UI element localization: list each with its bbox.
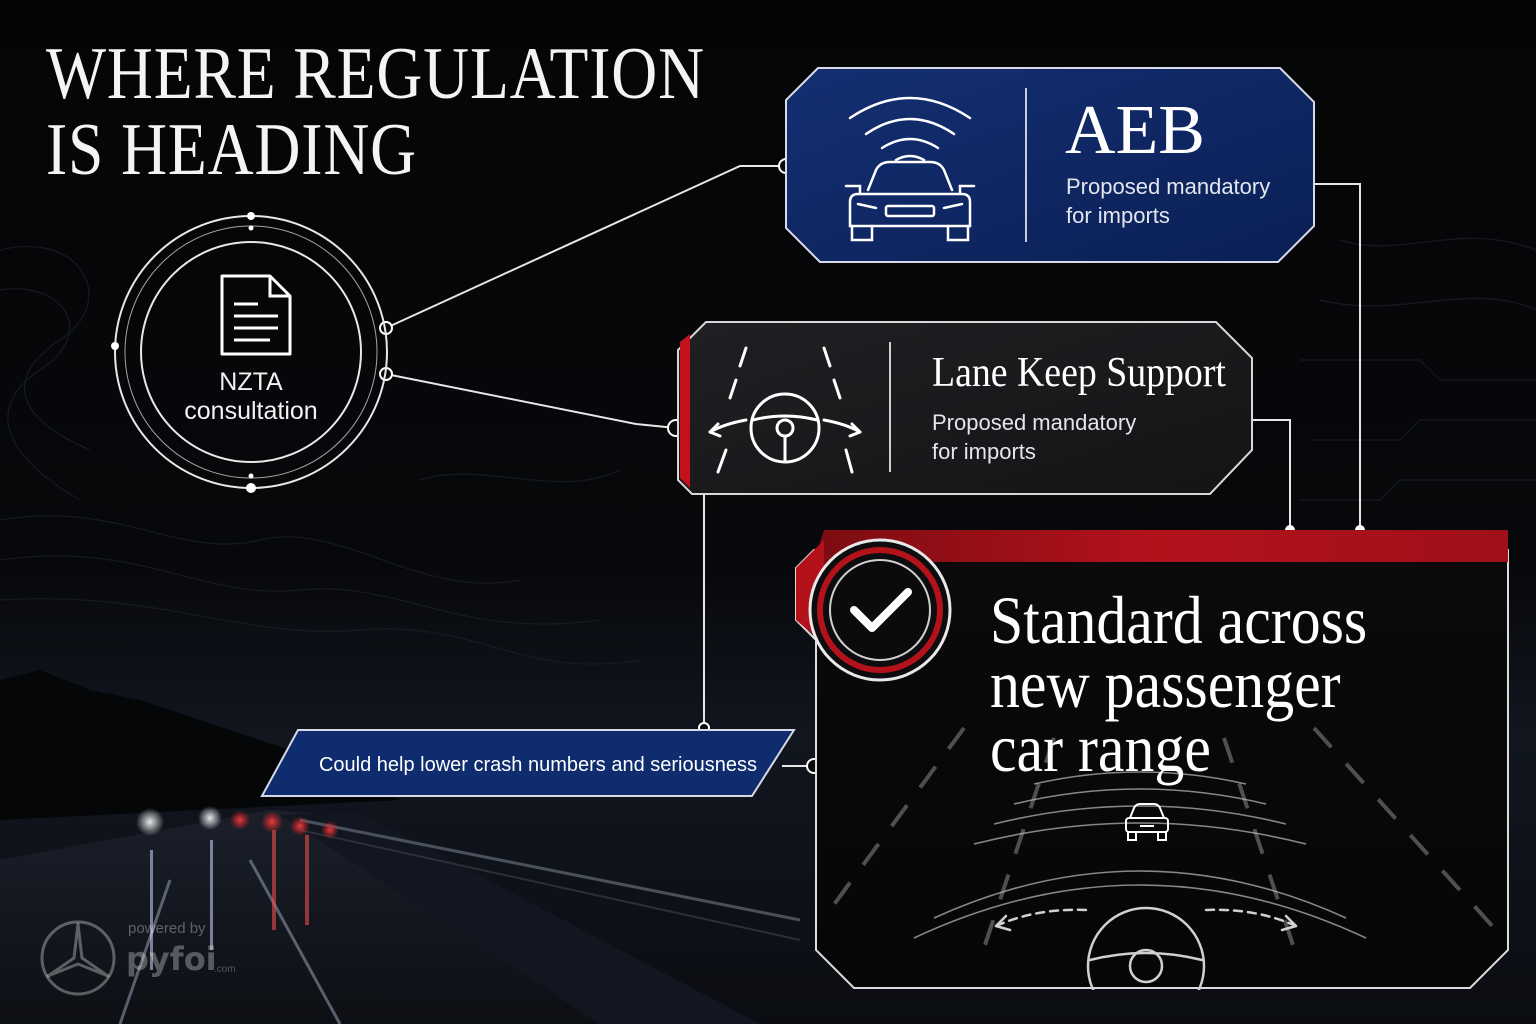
- lane-steering-icon: [708, 346, 862, 474]
- aeb-description-line-1: Proposed mandatory: [1066, 174, 1271, 199]
- outcome-title-line-2: new passenger: [990, 646, 1341, 722]
- lane-keep-description-line-2: for imports: [932, 439, 1036, 464]
- brand-suffix: .com: [214, 964, 236, 975]
- outcome-title: Standard across new passenger car range: [990, 582, 1368, 786]
- outcome-panel: [795, 530, 1509, 989]
- steering-wheel-arrows-icon: [994, 906, 1298, 990]
- page-title: WHERE REGULATION IS HEADING: [46, 36, 705, 188]
- title-line-2: IS HEADING: [46, 109, 417, 191]
- lane-keep-description-line-1: Proposed mandatory: [932, 410, 1137, 435]
- checkmark-icon: [808, 538, 952, 682]
- small-car-icon: [1125, 803, 1169, 841]
- car-radar-icon: [844, 96, 976, 242]
- aeb-title: AEB: [1065, 92, 1205, 169]
- lane-keep-description: Proposed mandatory for imports: [932, 408, 1136, 466]
- title-line-1: WHERE REGULATION: [46, 33, 705, 115]
- outcome-title-line-3: car range: [990, 710, 1211, 786]
- source-label-line-2: consultation: [184, 397, 318, 425]
- three-pointed-star-icon: [40, 920, 116, 996]
- powered-by-label: powered by: [128, 920, 206, 937]
- outcome-title-line-1: Standard across: [990, 582, 1368, 658]
- aeb-description: Proposed mandatory for imports: [1066, 172, 1270, 230]
- callout-banner: [260, 729, 796, 797]
- source-label: NZTA consultation: [140, 368, 362, 426]
- lane-keep-card: [677, 321, 1253, 495]
- callout-text: Could help lower crash numbers and serio…: [318, 754, 757, 776]
- aeb-card: [785, 67, 1315, 263]
- brand-name: pyfoi: [126, 940, 217, 978]
- source-label-line-1: NZTA: [219, 368, 283, 396]
- lane-keep-title: Lane Keep Support: [932, 350, 1226, 396]
- document-icon: [220, 274, 292, 356]
- aeb-description-line-2: for imports: [1066, 203, 1170, 228]
